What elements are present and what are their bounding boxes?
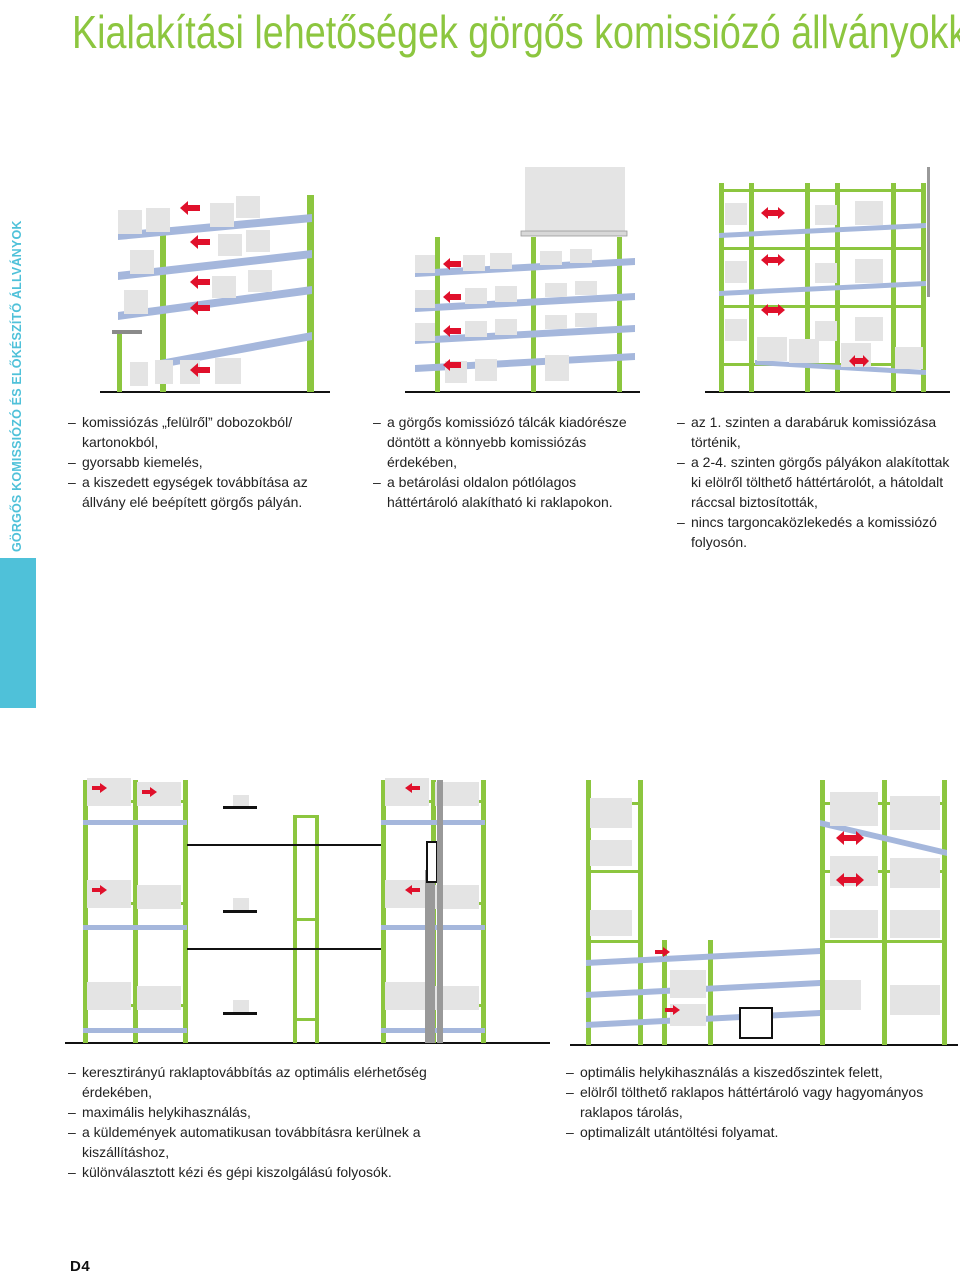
bullet-list-4: keresztirányú raklaptovábbítás az optimá… [68,1062,488,1182]
side-color-tab [0,558,36,708]
list-item: optimális helykihasználás a kiszedőszint… [566,1062,956,1082]
list-item: maximális helykihasználás, [68,1102,488,1122]
rack-diagram-3 [705,167,950,393]
list-item: komissiózás „felülről” dobozokból/ karto… [68,412,330,452]
rack-diagram-2 [405,167,640,393]
page-title: Kialakítási lehetőségek görgős komissióz… [72,6,960,58]
list-item: elölről tölthető raklapos háttértároló v… [566,1082,956,1122]
list-item: a kiszedett egységek továbbítása az állv… [68,472,330,512]
rack-diagram-4 [65,778,550,1044]
side-section-label: GÖRGŐS KOMISSIÓZÓ ÉS ELŐKÉSZÍTŐ ÁLLVÁNYO… [10,220,24,552]
list-item: gyorsabb kiemelés, [68,452,330,472]
bullet-list-5: optimális helykihasználás a kiszedőszint… [566,1062,956,1142]
list-item: keresztirányú raklaptovábbítás az optimá… [68,1062,488,1102]
rack-diagram-1 [100,195,330,393]
list-item: az 1. szinten a darabáruk komissiózása t… [677,412,957,452]
list-item: optimalizált utántöltési folyamat. [566,1122,956,1142]
bullet-list-1: komissiózás „felülről” dobozokból/ karto… [68,412,330,512]
list-item: a betárolási oldalon pótlólagos háttértá… [373,472,645,512]
bullet-list-3: az 1. szinten a darabáruk komissiózása t… [677,412,957,552]
list-item: a 2-4. szinten görgős pályákon alakított… [677,452,957,512]
rack-diagram-5 [570,780,958,1046]
page-number: D4 [70,1258,91,1275]
bullet-list-2: a görgős komissiózó tálcák kiadórésze dö… [373,412,645,512]
list-item: különválasztott kézi és gépi kiszolgálás… [68,1162,488,1182]
list-item: a küldemények automatikusan továbbításra… [68,1122,488,1162]
list-item: a görgős komissiózó tálcák kiadórésze dö… [373,412,645,472]
list-item: nincs targoncaközlekedés a komissiózó fo… [677,512,957,552]
